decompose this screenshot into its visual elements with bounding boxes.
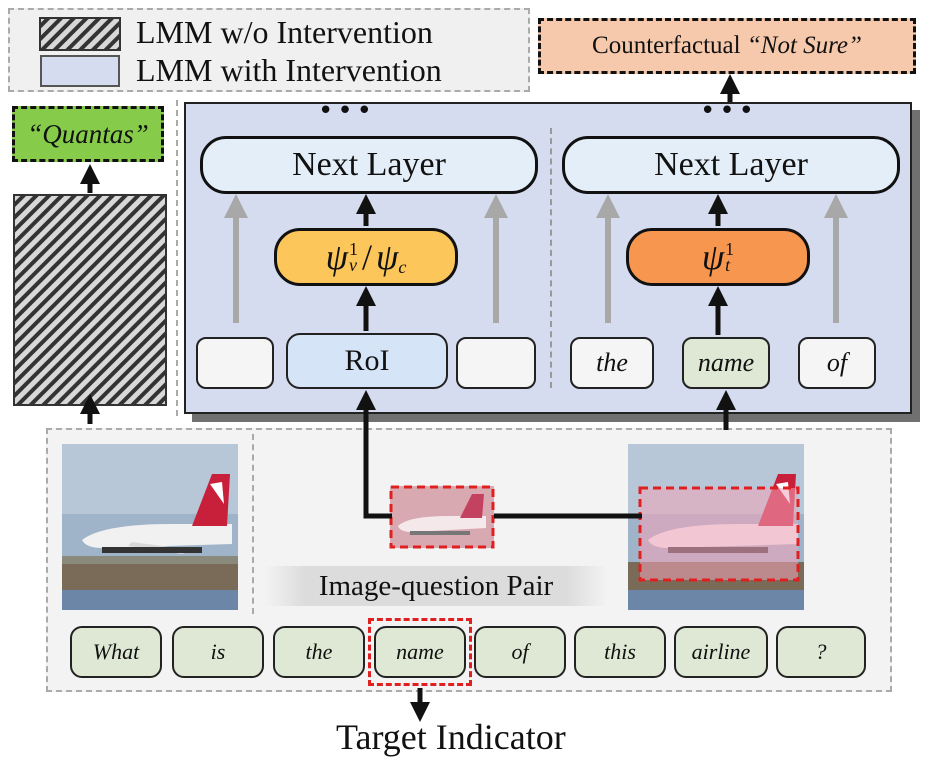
next-layer-text: Next Layer: [562, 136, 900, 194]
counterfactual-answer-box: Counterfactual “Not Sure”: [538, 18, 916, 74]
counterfactual-label: Counterfactual: [592, 32, 741, 59]
question-token-name: name: [374, 626, 466, 678]
ellipsis-visual: •••: [318, 96, 377, 126]
visual-token-slot-left: [196, 337, 274, 389]
ellipsis-text: •••: [700, 96, 759, 126]
question-token-is: is: [172, 626, 264, 678]
original-answer-box: “Quantas”: [12, 106, 164, 162]
next-layer-visual: Next Layer: [200, 136, 538, 194]
without-intervention-divider: [176, 100, 178, 416]
legend-with-label: LMM with Intervention: [136, 52, 442, 88]
text-token-of: of: [798, 337, 876, 389]
legend-blue-swatch: [40, 55, 120, 87]
question-token-question-mark: ?: [776, 626, 866, 678]
original-answer-text: “Quantas”: [27, 118, 149, 149]
question-token-of: of: [474, 626, 566, 678]
question-token-airline: airline: [674, 626, 768, 678]
legend-without-label: LMM w/o Intervention: [136, 14, 433, 50]
target-indicator-label: Target Indicator: [336, 717, 566, 757]
question-token-this: this: [574, 626, 666, 678]
visual-token-slot-right: [456, 337, 536, 389]
text-token-name: name: [682, 337, 770, 389]
question-token-the: the: [273, 626, 365, 678]
counterfactual-not-sure: “Not Sure”: [746, 32, 862, 59]
question-token-what: What: [70, 626, 162, 678]
input-region-divider: [252, 434, 254, 614]
branch-divider: [550, 128, 552, 388]
roi-token: RoI: [286, 333, 448, 389]
connector-roi-crop: [356, 390, 392, 519]
target-token-highlight: [368, 618, 472, 686]
text-token-the: the: [570, 337, 654, 389]
image-question-pair-label: Image-question Pair: [264, 566, 608, 606]
